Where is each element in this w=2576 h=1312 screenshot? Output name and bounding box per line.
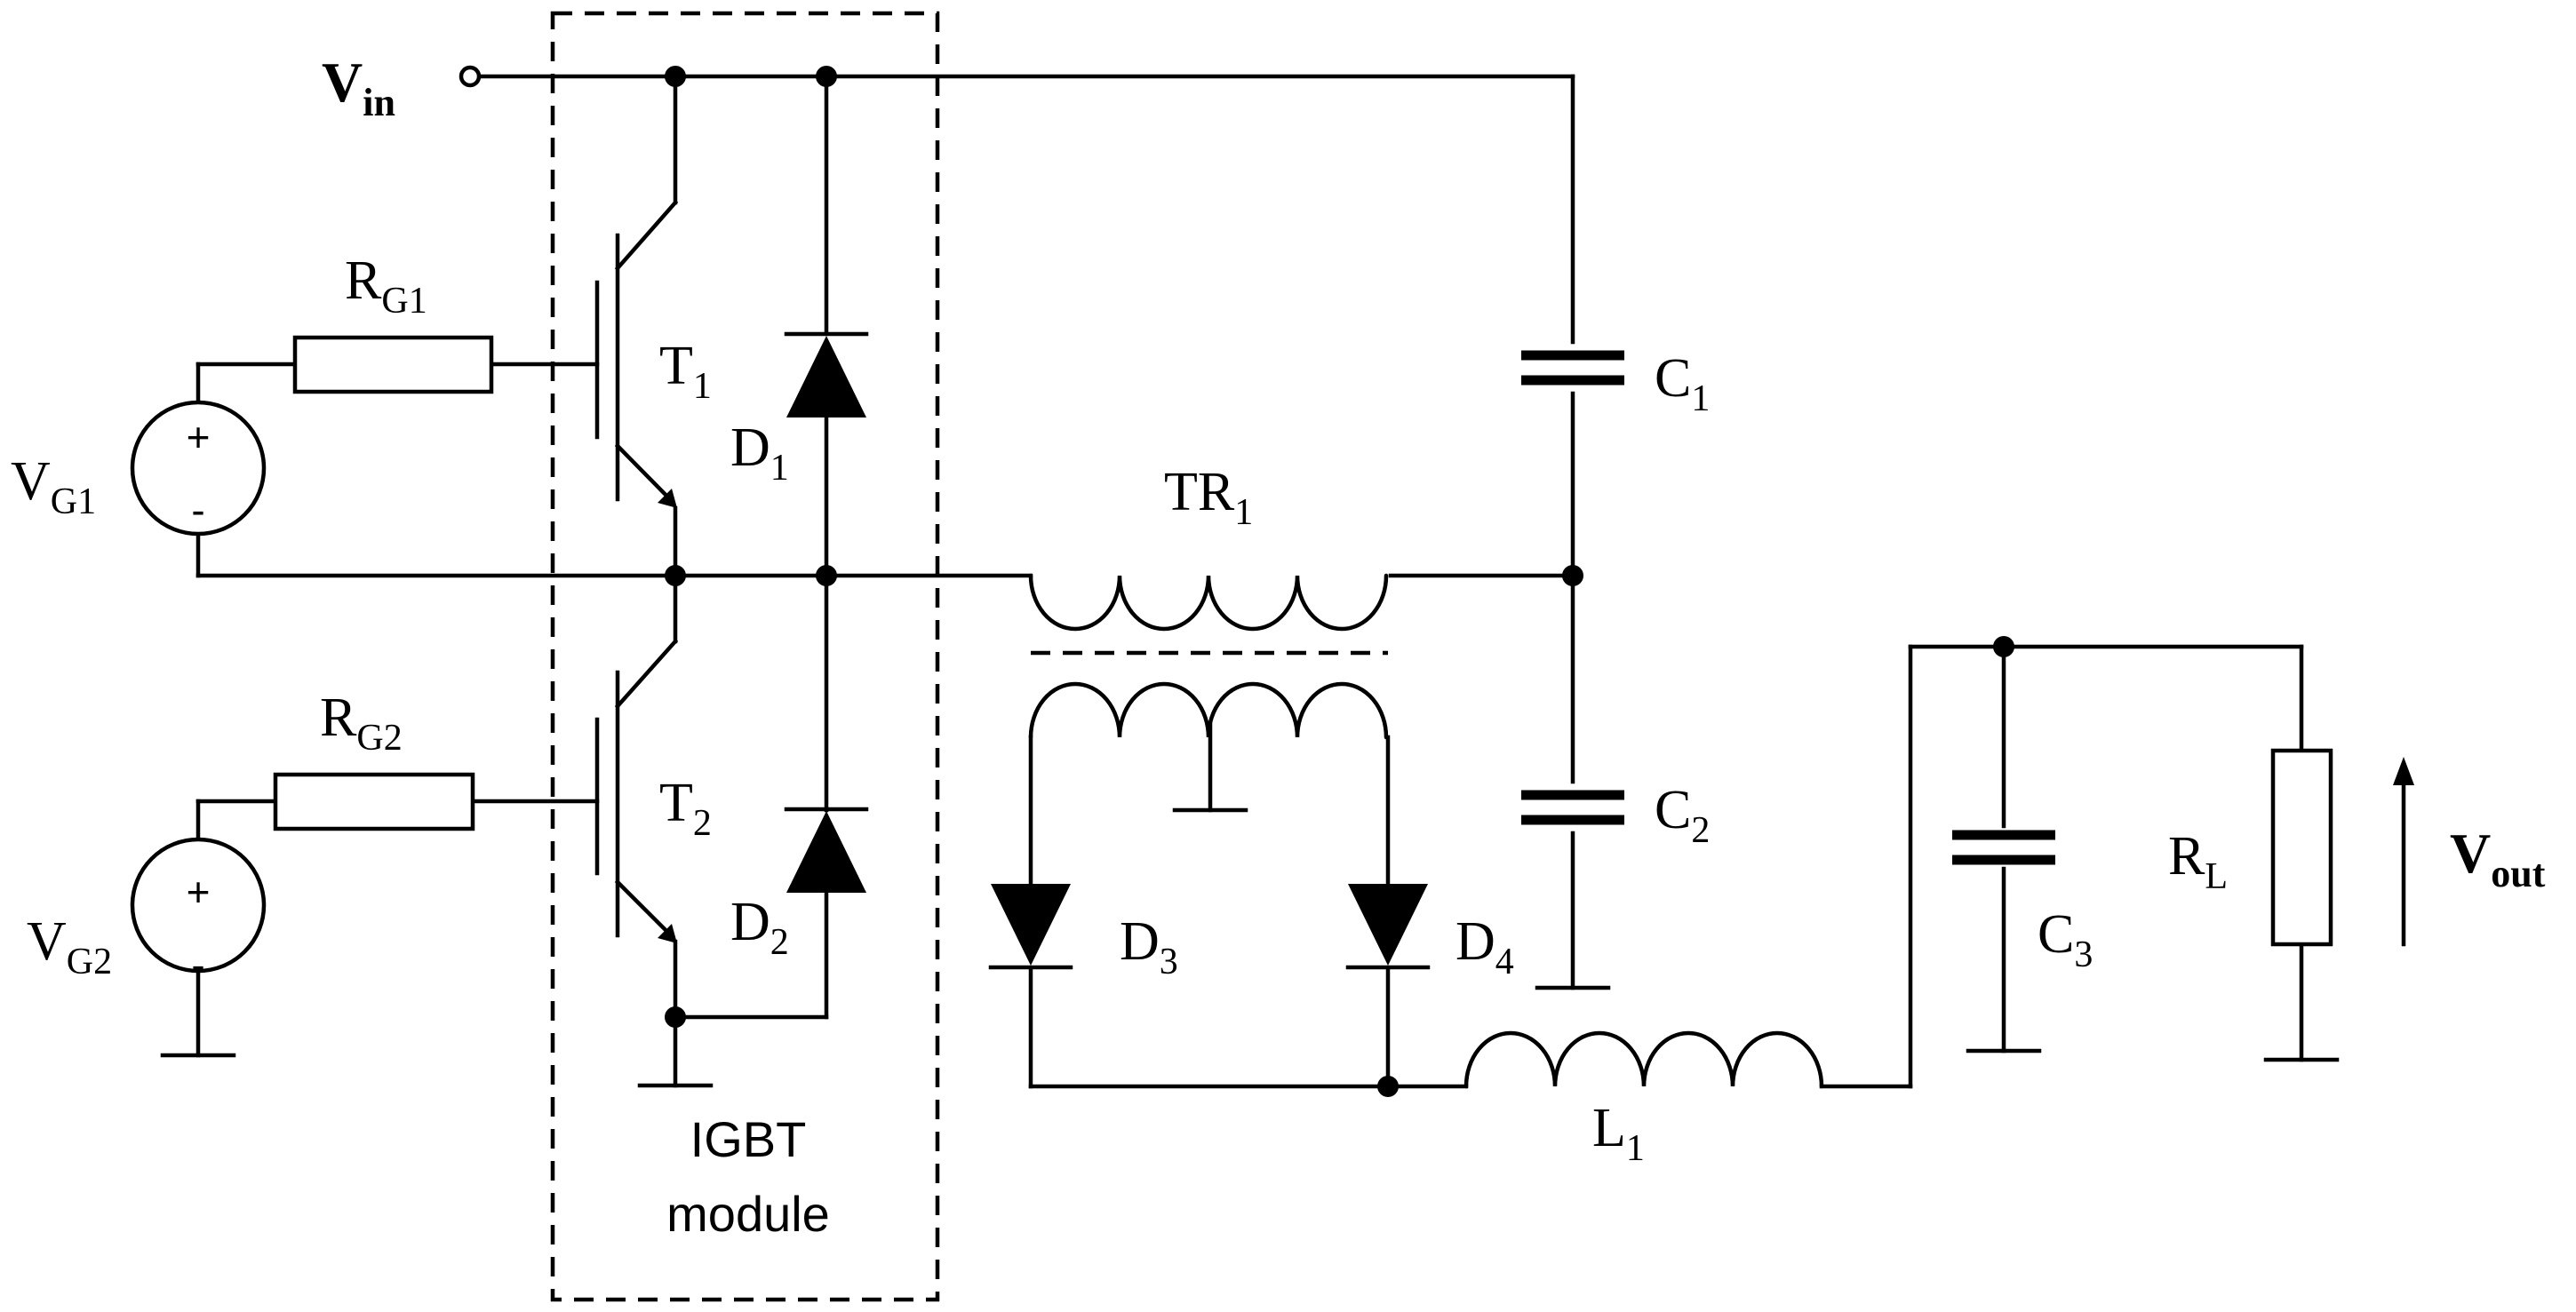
label-vin: Vin (322, 51, 395, 124)
label-t2: T2 (659, 773, 712, 844)
wires (160, 74, 2340, 1089)
label-d1: D1 (730, 417, 789, 489)
diode-d4 (1345, 884, 1431, 970)
voltage-source-vg1: + - (130, 400, 267, 537)
label-d2: D2 (730, 892, 789, 963)
label-rg2: RG2 (320, 688, 403, 759)
plus-sign: + (187, 869, 211, 915)
label-vg1: VG1 (11, 451, 96, 522)
capacitor-c2 (1521, 790, 1624, 825)
label-igbt: IGBT (690, 1111, 807, 1167)
vin-terminal (459, 65, 482, 88)
label-t1: T1 (659, 336, 712, 407)
diode-d1 (784, 331, 869, 417)
resistor-rg1 (292, 335, 494, 394)
vout-arrow (2393, 757, 2414, 947)
capacitor-c3 (1952, 830, 2055, 865)
capacitor-c1 (1521, 350, 1624, 386)
igbt-module-box (550, 11, 940, 1302)
label-module: module (666, 1186, 830, 1242)
inductor-l1 (1463, 1030, 1824, 1089)
label-tr1: TR1 (1164, 462, 1253, 533)
diode-d2 (784, 807, 869, 893)
diode-d3 (988, 884, 1073, 970)
label-c1: C1 (1655, 348, 1710, 419)
label-rg1: RG1 (345, 250, 427, 322)
minus-sign: - (191, 487, 204, 533)
resistor-rl (2270, 748, 2333, 947)
label-c2: C2 (1655, 780, 1710, 851)
plus-sign: + (187, 414, 211, 460)
igbt-t2 (594, 638, 679, 943)
label-d3: D3 (1120, 911, 1178, 982)
label-l1: L1 (1592, 1098, 1645, 1169)
label-vg2: VG2 (27, 911, 112, 982)
minus-sign: - (191, 942, 204, 988)
junctions (665, 66, 2014, 1097)
label-d4: D4 (1455, 911, 1514, 982)
label-c3: C3 (2038, 904, 2093, 975)
label-vout: Vout (2450, 822, 2546, 895)
transformer-tr1 (1028, 573, 1389, 740)
resistor-rg2 (273, 772, 475, 831)
voltage-source-vg2: + - (130, 837, 267, 988)
label-rl: RL (2168, 826, 2228, 897)
igbt-t1 (594, 199, 679, 508)
